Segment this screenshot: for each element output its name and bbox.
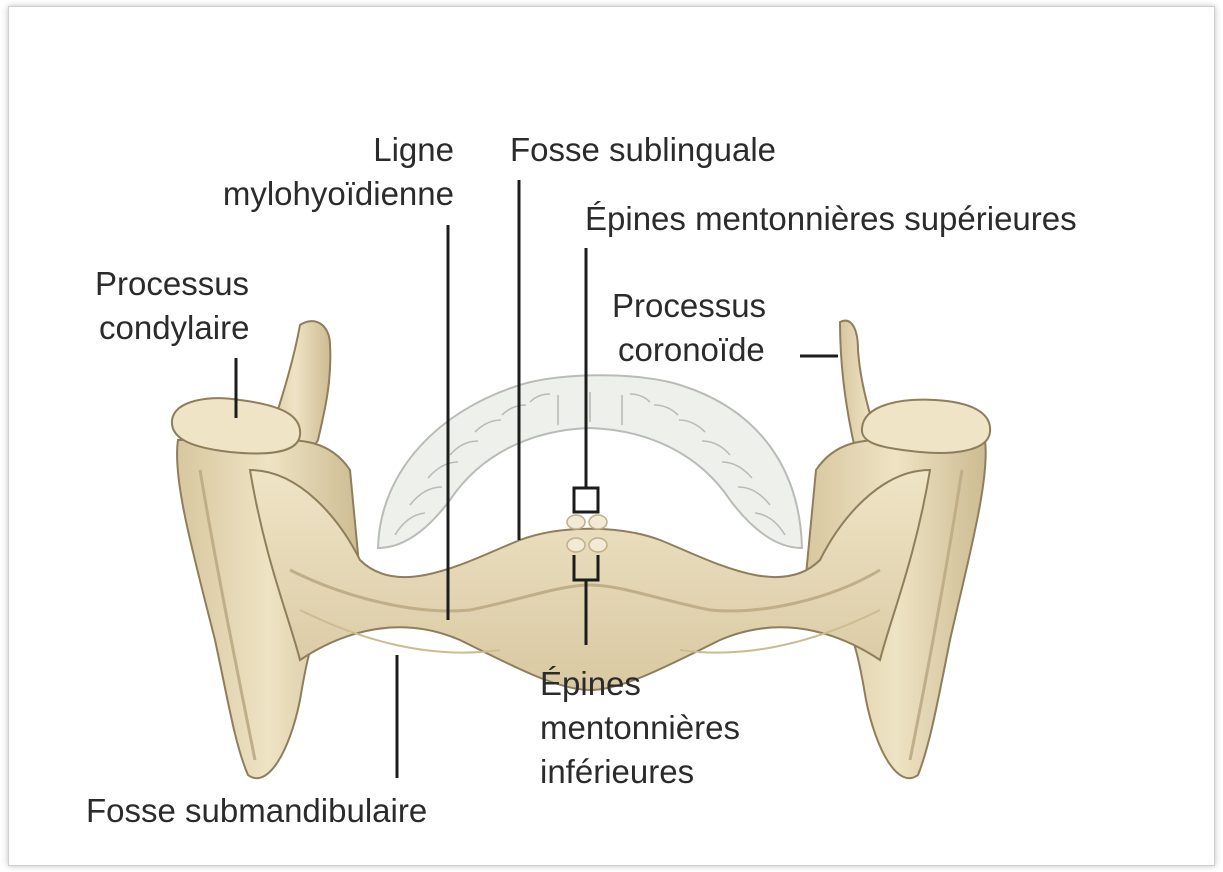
label-epines-inf-line2: mentonnières [540,706,740,750]
label-fosse-submandibulaire: Fosse submandibulaire [86,789,427,833]
bracket-epines-superieures [574,488,598,512]
label-fosse-sublinguale: Fosse sublinguale [510,128,776,172]
label-processus-coronoide: Processus coronoïde [612,284,766,372]
label-ligne-mylohyoidienne: Ligne mylohyoïdienne [223,128,454,216]
label-coronoide-line2: coronoïde [612,328,766,372]
label-coronoide-line1: Processus [612,284,766,328]
right-condyle [862,400,990,453]
label-epines-inf-line1: Épines [540,662,740,706]
label-ligne-line2: mylohyoïdienne [223,172,454,216]
label-epines-inferieures: Épines mentonnières inférieures [540,662,740,794]
label-condylaire-line1: Processus [95,262,249,306]
label-processus-condylaire: Processus condylaire [95,262,249,350]
label-epines-inf-line3: inférieures [540,750,740,794]
label-epines-superieures: Épines mentonnières supérieures [585,197,1077,241]
label-condylaire-line2: condylaire [95,306,249,350]
label-ligne-line1: Ligne [223,128,454,172]
